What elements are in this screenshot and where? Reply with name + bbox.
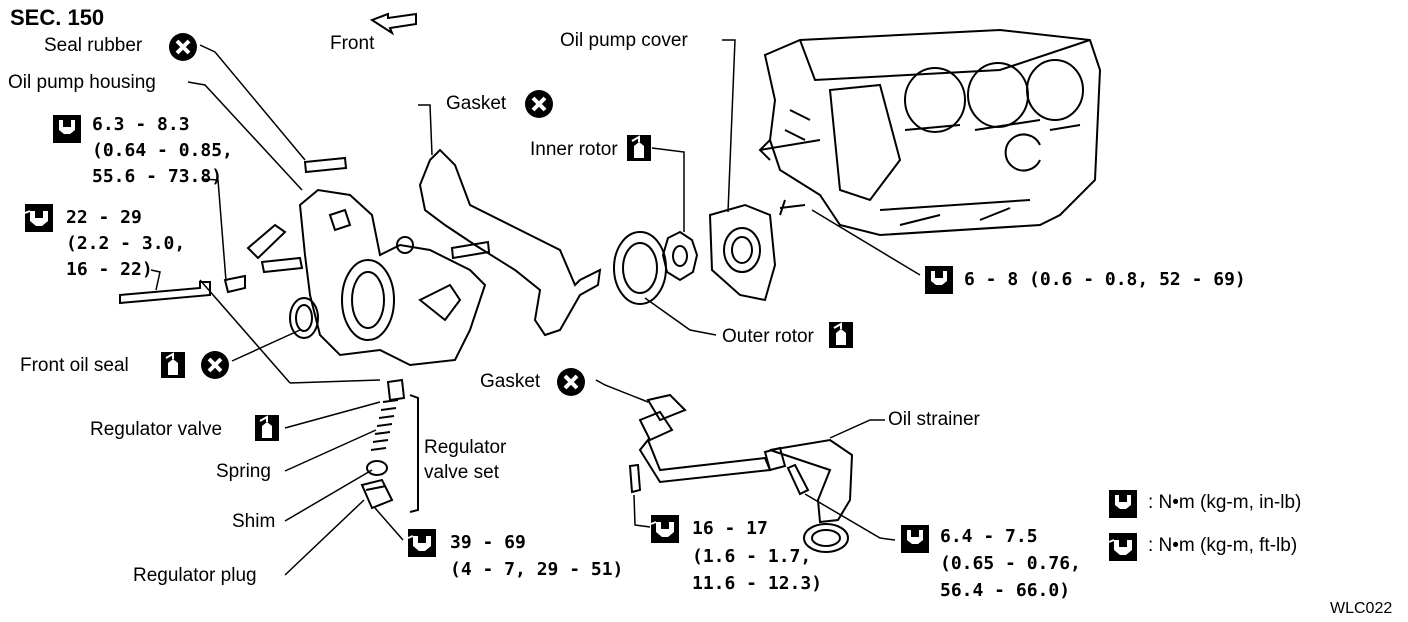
outer-rotor bbox=[613, 231, 667, 305]
strainer-bracket-bolt-shape bbox=[786, 463, 810, 496]
torque-wrench-ftlb-icon bbox=[1108, 533, 1137, 561]
torque-wrench-ftlb-icon bbox=[24, 204, 53, 232]
strainer-bolt-shape bbox=[628, 463, 642, 494]
oil-pump-cover bbox=[708, 203, 777, 302]
do-not-reuse-x-icon bbox=[557, 368, 585, 396]
shim-shape bbox=[366, 460, 388, 476]
torque-cover-bolt: 6 - 8 (0.6 - 0.8, 52 - 69) bbox=[964, 269, 1246, 290]
regulator-plug-label: Regulator plug bbox=[133, 565, 257, 586]
torque-strainer-bolt-line2: (1.6 - 1.7, bbox=[692, 546, 812, 567]
oil-can-icon bbox=[627, 135, 651, 161]
regulator-valve-shape bbox=[386, 378, 406, 402]
inner-rotor bbox=[661, 230, 699, 282]
torque-housing-small-line3: 55.6 - 73.8) bbox=[92, 166, 223, 187]
pin-right bbox=[450, 240, 491, 260]
regulator-valve-set-label-line2: valve set bbox=[424, 462, 499, 483]
leader-lines bbox=[150, 39, 921, 576]
seal-rubber-label: Seal rubber bbox=[44, 35, 143, 56]
oil-pump-housing bbox=[298, 188, 487, 367]
torque-housing-large-line2: (2.2 - 3.0, bbox=[66, 233, 186, 254]
spring-shape bbox=[370, 399, 399, 451]
oil-pump-housing-label: Oil pump housing bbox=[8, 72, 156, 93]
do-not-reuse-x-icon bbox=[525, 90, 553, 118]
torque-strainer-bracket-line2: (0.65 - 0.76, bbox=[940, 553, 1081, 574]
torque-housing-small-line1: 6.3 - 8.3 bbox=[92, 114, 190, 135]
legend-inlb-text: : N•m (kg-m, in-lb) bbox=[1148, 492, 1302, 513]
inner-rotor-label: Inner rotor bbox=[530, 139, 618, 160]
outer-rotor-label: Outer rotor bbox=[722, 326, 814, 347]
torque-housing-small-line2: (0.64 - 0.85, bbox=[92, 140, 233, 161]
oil-strainer-label: Oil strainer bbox=[888, 409, 980, 430]
housing-bolt-long bbox=[119, 281, 211, 305]
torque-strainer-bolt-line3: 11.6 - 12.3) bbox=[692, 573, 823, 594]
gasket-strainer-label: Gasket bbox=[480, 371, 541, 392]
torque-regulator-plug-line2: (4 - 7, 29 - 51) bbox=[450, 559, 624, 580]
front-oil-seal-label: Front oil seal bbox=[20, 355, 129, 376]
torque-wrench-inlb-icon bbox=[53, 115, 81, 143]
seal-rubber-pin bbox=[303, 156, 348, 174]
housing-bolt-short bbox=[260, 256, 304, 274]
torque-strainer-bracket-line3: 56.4 - 66.0) bbox=[940, 580, 1071, 601]
torque-regulator-plug-line1: 39 - 69 bbox=[450, 532, 526, 553]
torque-wrench-inlb-icon bbox=[901, 525, 929, 553]
section-title: SEC. 150 bbox=[10, 5, 105, 30]
oil-pump-cover-label: Oil pump cover bbox=[560, 30, 688, 51]
torque-wrench-ftlb-icon bbox=[650, 515, 679, 543]
legend-ftlb-text: : N•m (kg-m, ft-lb) bbox=[1148, 535, 1298, 556]
cover-bolt bbox=[779, 199, 806, 216]
front-oil-seal-shape bbox=[289, 297, 319, 339]
oil-can-icon bbox=[255, 415, 279, 441]
gasket-top-label: Gasket bbox=[446, 93, 507, 114]
oil-can-icon bbox=[829, 322, 853, 348]
regulator-plug-shape bbox=[360, 478, 394, 510]
torque-strainer-bracket-line1: 6.4 - 7.5 bbox=[940, 526, 1038, 547]
regulator-valve-label: Regulator valve bbox=[90, 419, 223, 440]
oil-strainer-shape bbox=[638, 393, 854, 553]
do-not-reuse-x-icon bbox=[169, 33, 197, 61]
regulator-valve-set-label-line1: Regulator bbox=[424, 437, 507, 458]
gasket-top bbox=[418, 148, 602, 337]
do-not-reuse-x-icon bbox=[201, 351, 229, 379]
figure-code: WLC022 bbox=[1330, 600, 1393, 617]
shim-label: Shim bbox=[232, 511, 276, 532]
housing-bracket bbox=[246, 223, 287, 260]
front-arrow-icon bbox=[369, 12, 417, 36]
engine-block bbox=[758, 28, 1102, 237]
torque-strainer-bolt-line1: 16 - 17 bbox=[692, 518, 768, 539]
housing-bolt-nut bbox=[223, 274, 246, 294]
torque-wrench-ftlb-icon bbox=[407, 529, 436, 557]
torque-housing-large-line1: 22 - 29 bbox=[66, 207, 142, 228]
spring-label: Spring bbox=[216, 461, 271, 482]
oil-can-icon bbox=[161, 352, 185, 378]
torque-wrench-inlb-icon bbox=[1109, 490, 1137, 518]
torque-housing-large-line3: 16 - 22) bbox=[66, 259, 153, 280]
torque-wrench-inlb-icon bbox=[925, 266, 953, 294]
front-direction-label: Front bbox=[330, 33, 375, 54]
